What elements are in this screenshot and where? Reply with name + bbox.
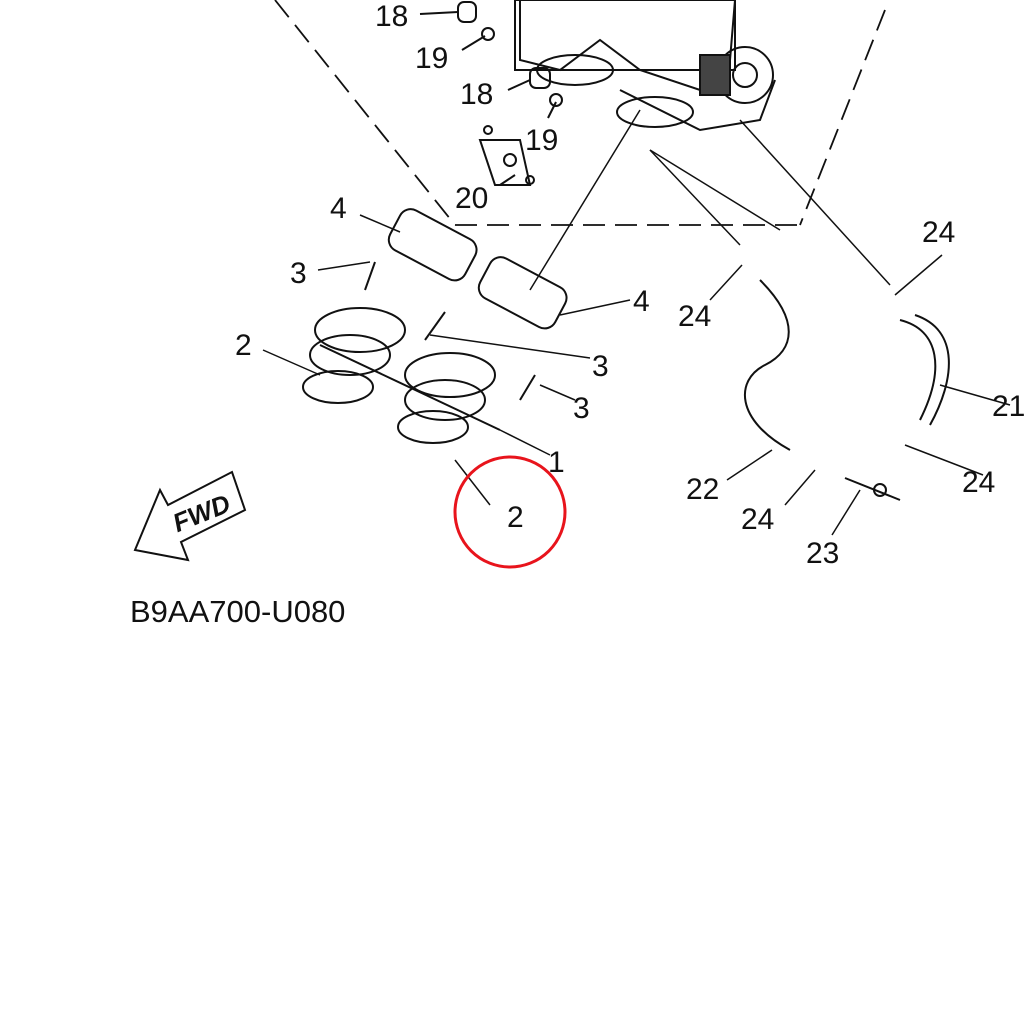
callout-24: 24 xyxy=(741,503,775,536)
dashed-outline xyxy=(274,0,886,226)
callout-24: 24 xyxy=(962,466,996,499)
callout-2-highlighted: 2 xyxy=(507,501,524,534)
callout-2: 2 xyxy=(235,329,252,362)
hoses xyxy=(743,279,950,501)
callout-19: 19 xyxy=(525,124,559,157)
callout-3: 3 xyxy=(592,350,609,383)
highlight-circle xyxy=(453,455,567,569)
callout-3: 3 xyxy=(573,392,590,425)
callout-4: 4 xyxy=(633,285,650,318)
callout-22: 22 xyxy=(686,473,720,506)
callout-18: 18 xyxy=(375,0,409,33)
intake-joints xyxy=(302,208,568,444)
small-parts xyxy=(419,1,563,186)
throttle-body xyxy=(514,0,776,132)
callout-20: 20 xyxy=(455,182,489,215)
diagram-code: B9AA700-U080 xyxy=(130,594,346,629)
callout-4: 4 xyxy=(330,192,347,225)
callout-19: 19 xyxy=(415,42,449,75)
leader-lines xyxy=(262,109,1011,536)
callout-1: 1 xyxy=(548,446,565,479)
fwd-arrow xyxy=(133,470,247,562)
callout-18: 18 xyxy=(460,78,494,111)
callout-24: 24 xyxy=(922,216,956,249)
callout-3: 3 xyxy=(290,257,307,290)
callout-24: 24 xyxy=(678,300,712,333)
callout-23: 23 xyxy=(806,537,840,570)
callout-21: 21 xyxy=(992,390,1024,423)
